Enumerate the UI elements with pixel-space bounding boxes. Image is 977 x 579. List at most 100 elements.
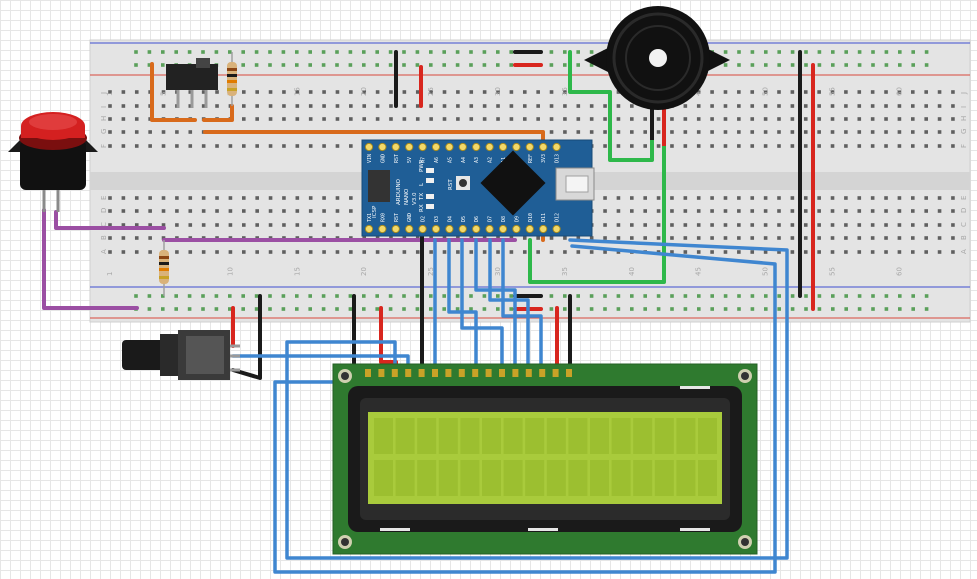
- breadboard-hole: [308, 223, 313, 227]
- slide-switch[interactable]: [166, 58, 218, 108]
- breadboard-hole: [763, 104, 768, 108]
- breadboard-hole: [121, 223, 126, 227]
- breadboard-hole: [228, 144, 233, 148]
- breadboard-hole: [121, 236, 126, 240]
- breadboard-hole: [549, 250, 554, 254]
- rail-hole: [147, 294, 152, 298]
- breadboard-hole: [884, 90, 888, 94]
- breadboard-hole: [897, 196, 902, 200]
- nano-pin-top: [418, 142, 427, 152]
- rail-hole: [429, 294, 433, 298]
- breadboard-hole: [201, 90, 206, 94]
- breadboard-hole: [509, 117, 514, 121]
- rail-hole: [656, 294, 661, 298]
- rail-hole: [321, 63, 326, 67]
- breadboard-hole: [830, 117, 835, 121]
- rail-hole: [362, 50, 366, 54]
- breadboard-hole: [763, 196, 768, 200]
- breadboard-hole: [442, 117, 447, 121]
- breadboard-hole: [322, 144, 326, 148]
- rail-hole: [482, 294, 487, 298]
- rail-hole: [844, 50, 848, 54]
- breadboard-hole: [897, 144, 902, 148]
- rail-hole: [348, 50, 353, 54]
- breadboard-hole: [134, 196, 139, 200]
- breadboard-hole: [134, 209, 139, 213]
- breadboard-hole: [737, 130, 741, 134]
- breadboard-hole: [710, 196, 714, 200]
- breadboard-hole: [777, 130, 781, 134]
- breadboard-hole: [830, 90, 835, 94]
- column-number-bottom: 45: [695, 267, 703, 276]
- breadboard-hole: [790, 223, 795, 227]
- nano-pin-bottom: [364, 224, 374, 234]
- nano-pin-label-top: A4: [461, 157, 467, 163]
- breadboard-hole: [603, 130, 607, 134]
- breadboard-hole: [134, 250, 139, 254]
- rail-hole: [723, 307, 728, 311]
- column-number-top: 5: [160, 92, 168, 96]
- breadboard-hole: [402, 250, 407, 254]
- nano-rx-label: RX: [419, 204, 425, 212]
- breadboard-hole: [737, 209, 741, 213]
- breadboard-hole: [924, 117, 928, 121]
- push-button[interactable]: [8, 112, 98, 212]
- breadboard-hole: [951, 90, 955, 94]
- lcd-char-cell: [525, 418, 545, 454]
- rail-hole: [790, 294, 795, 298]
- breadboard-hole: [817, 196, 821, 200]
- breadboard-hole: [108, 236, 112, 240]
- lcd-header-pin: [525, 369, 532, 377]
- column-number-top: 1: [106, 92, 114, 96]
- rail-hole: [831, 63, 835, 67]
- breadboard-hole: [750, 223, 755, 227]
- column-number-top: 55: [829, 87, 837, 96]
- breadboard-hole: [429, 104, 433, 108]
- nano-pin-top: [498, 142, 508, 152]
- rail-hole: [281, 294, 286, 298]
- rail-hole: [804, 63, 808, 67]
- rail-hole: [201, 294, 205, 298]
- breadboard-hole: [723, 196, 728, 200]
- rail-hole: [254, 50, 259, 54]
- breadboard-hole: [362, 90, 367, 94]
- rail-hole: [857, 63, 862, 67]
- breadboard-hole: [924, 236, 928, 240]
- potentiometer[interactable]: [122, 330, 240, 380]
- breadboard-hole: [763, 130, 768, 134]
- breadboard-hole: [362, 117, 367, 121]
- breadboard-hole: [884, 209, 888, 213]
- nano-pin-label-top: A5: [447, 157, 453, 163]
- nano-pin-top: [458, 142, 467, 152]
- breadboard-hole: [563, 236, 567, 240]
- rail-hole: [134, 294, 138, 298]
- rail-hole: [415, 307, 420, 311]
- rail-hole: [254, 307, 259, 311]
- breadboard-hole: [442, 90, 447, 94]
- breadboard-hole: [951, 130, 955, 134]
- rail-hole: [871, 50, 875, 54]
- breadboard-hole: [911, 250, 915, 254]
- row-letter-left: D: [100, 208, 108, 213]
- breadboard-hole: [937, 196, 942, 200]
- breadboard-hole: [723, 209, 728, 213]
- rail-hole: [388, 63, 393, 67]
- lcd-header-pin: [485, 369, 492, 377]
- breadboard-hole: [215, 196, 219, 200]
- breadboard-hole: [710, 223, 714, 227]
- breadboard-hole: [870, 104, 875, 108]
- lcd-char-cell: [676, 418, 696, 454]
- breadboard-hole: [616, 130, 621, 134]
- rail-hole: [187, 50, 192, 54]
- rail-hole: [750, 294, 755, 298]
- rail-hole: [496, 294, 500, 298]
- column-number-bottom: 15: [293, 267, 301, 276]
- breadboard-hole: [549, 104, 554, 108]
- column-number-bottom: 30: [494, 267, 502, 276]
- breadboard-hole: [763, 144, 768, 148]
- nano-pin-bottom: [525, 224, 534, 234]
- breadboard-hole: [884, 117, 888, 121]
- nano-pin-bottom: [485, 224, 494, 234]
- rail-hole: [241, 50, 245, 54]
- rail-hole: [241, 63, 245, 67]
